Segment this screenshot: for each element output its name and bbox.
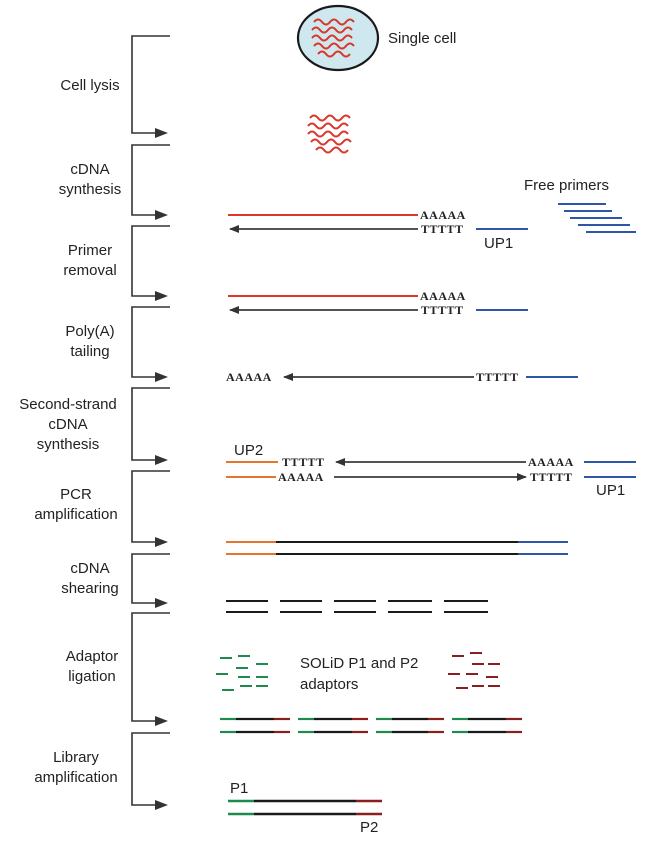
bracket-adaptor-ligation xyxy=(131,612,170,722)
free-primers-label: Free primers xyxy=(524,177,609,194)
label-line: Second-strand xyxy=(19,396,117,413)
polyt-bottom: TTTTT xyxy=(530,470,573,484)
label-line: synthesis xyxy=(59,181,122,198)
label-line: adaptors xyxy=(300,676,358,693)
sheared-fragments-graphic xyxy=(226,600,488,613)
bracket-cdna-synthesis xyxy=(131,144,170,216)
bracket-primer-removal xyxy=(131,225,170,297)
polyt-top: TTTTT xyxy=(282,455,325,469)
bracket-second-strand xyxy=(131,387,170,461)
label-line: Library xyxy=(53,749,99,766)
step-label-pcr-amplification: PCR amplification xyxy=(34,486,117,523)
label-line: Adaptor xyxy=(66,648,119,665)
step-label-second-strand-synthesis: Second-strand cDNA synthesis xyxy=(19,396,117,453)
released-rna-squiggles xyxy=(307,114,352,154)
up1-label-second: UP1 xyxy=(596,482,625,499)
label-line: amplification xyxy=(34,506,117,523)
bracket-pcr-amplification xyxy=(131,470,170,543)
label-line: amplification xyxy=(34,769,117,786)
single-cell-label: Single cell xyxy=(388,30,456,47)
up1-label: UP1 xyxy=(484,235,513,252)
polyt-primer: TTTTT xyxy=(476,370,519,384)
primer-removal-graphic: AAAAA TTTTT xyxy=(228,289,528,317)
label-line: SOLiD P1 and P2 xyxy=(300,655,418,672)
library-amplicon-graphic xyxy=(228,799,382,816)
added-polya-tail: AAAAA xyxy=(226,370,272,384)
cell-membrane xyxy=(296,4,380,72)
label-line: cDNA xyxy=(70,161,109,178)
step-label-polya-tailing: Poly(A) tailing xyxy=(65,323,114,360)
cell-rna-squiggles xyxy=(311,18,355,58)
free-primers-graphic xyxy=(558,203,636,233)
bracket-cdna-shearing xyxy=(131,553,170,604)
label-line: PCR xyxy=(60,486,92,503)
up2-label: UP2 xyxy=(234,442,263,459)
bracket-arrowheads xyxy=(155,128,168,810)
p1-adaptors-graphic xyxy=(216,655,268,691)
polya-tail: AAAAA xyxy=(420,208,466,222)
label-line: cDNA xyxy=(48,416,87,433)
single-cell-graphic xyxy=(296,4,380,72)
polya-tailing-graphic: AAAAA TTTTT xyxy=(226,370,578,384)
label-line: Poly(A) xyxy=(65,323,114,340)
pcr-amplicon-graphic xyxy=(226,541,568,555)
label-line: Cell lysis xyxy=(60,77,119,94)
step-label-adaptor-ligation: Adaptor ligation xyxy=(66,648,119,685)
bracket-cell-lysis xyxy=(131,35,170,134)
label-line: Primer xyxy=(68,242,112,259)
bracket-library-amplification xyxy=(131,732,170,806)
cdna-synthesis-graphic: AAAAA TTTTT UP1 xyxy=(228,208,528,252)
ligated-fragments-graphic xyxy=(220,717,522,734)
label-line: removal xyxy=(63,262,116,279)
step-label-cdna-shearing: cDNA shearing xyxy=(61,560,119,597)
label-line: tailing xyxy=(70,343,109,360)
second-strand-graphic: UP2 TTTTT AAAAA AAAAA TTTTT UP1 xyxy=(226,442,636,499)
bracket-polya-tailing xyxy=(131,306,170,378)
p2-label: P2 xyxy=(360,819,378,836)
label-line: synthesis xyxy=(37,436,100,453)
label-line: ligation xyxy=(68,668,116,685)
step-column: Cell lysis cDNA synthesis Primer removal P… xyxy=(19,35,170,810)
polyt-primer: TTTTT xyxy=(421,303,464,317)
step-label-cell-lysis: Cell lysis xyxy=(60,77,119,94)
polya-bottom: AAAAA xyxy=(278,470,324,484)
polya-tail: AAAAA xyxy=(420,289,466,303)
polyt-primer: TTTTT xyxy=(421,222,464,236)
step-label-library-amplification: Library amplification xyxy=(34,749,117,786)
step-label-cdna-synthesis: cDNA synthesis xyxy=(59,161,122,198)
p1-label: P1 xyxy=(230,780,248,797)
polya-top: AAAAA xyxy=(528,455,574,469)
label-line: shearing xyxy=(61,580,119,597)
step-label-primer-removal: Primer removal xyxy=(63,242,116,279)
solid-adaptors-label: SOLiD P1 and P2 adaptors xyxy=(300,655,418,693)
label-line: cDNA xyxy=(70,560,109,577)
p2-adaptors-graphic xyxy=(448,652,500,689)
